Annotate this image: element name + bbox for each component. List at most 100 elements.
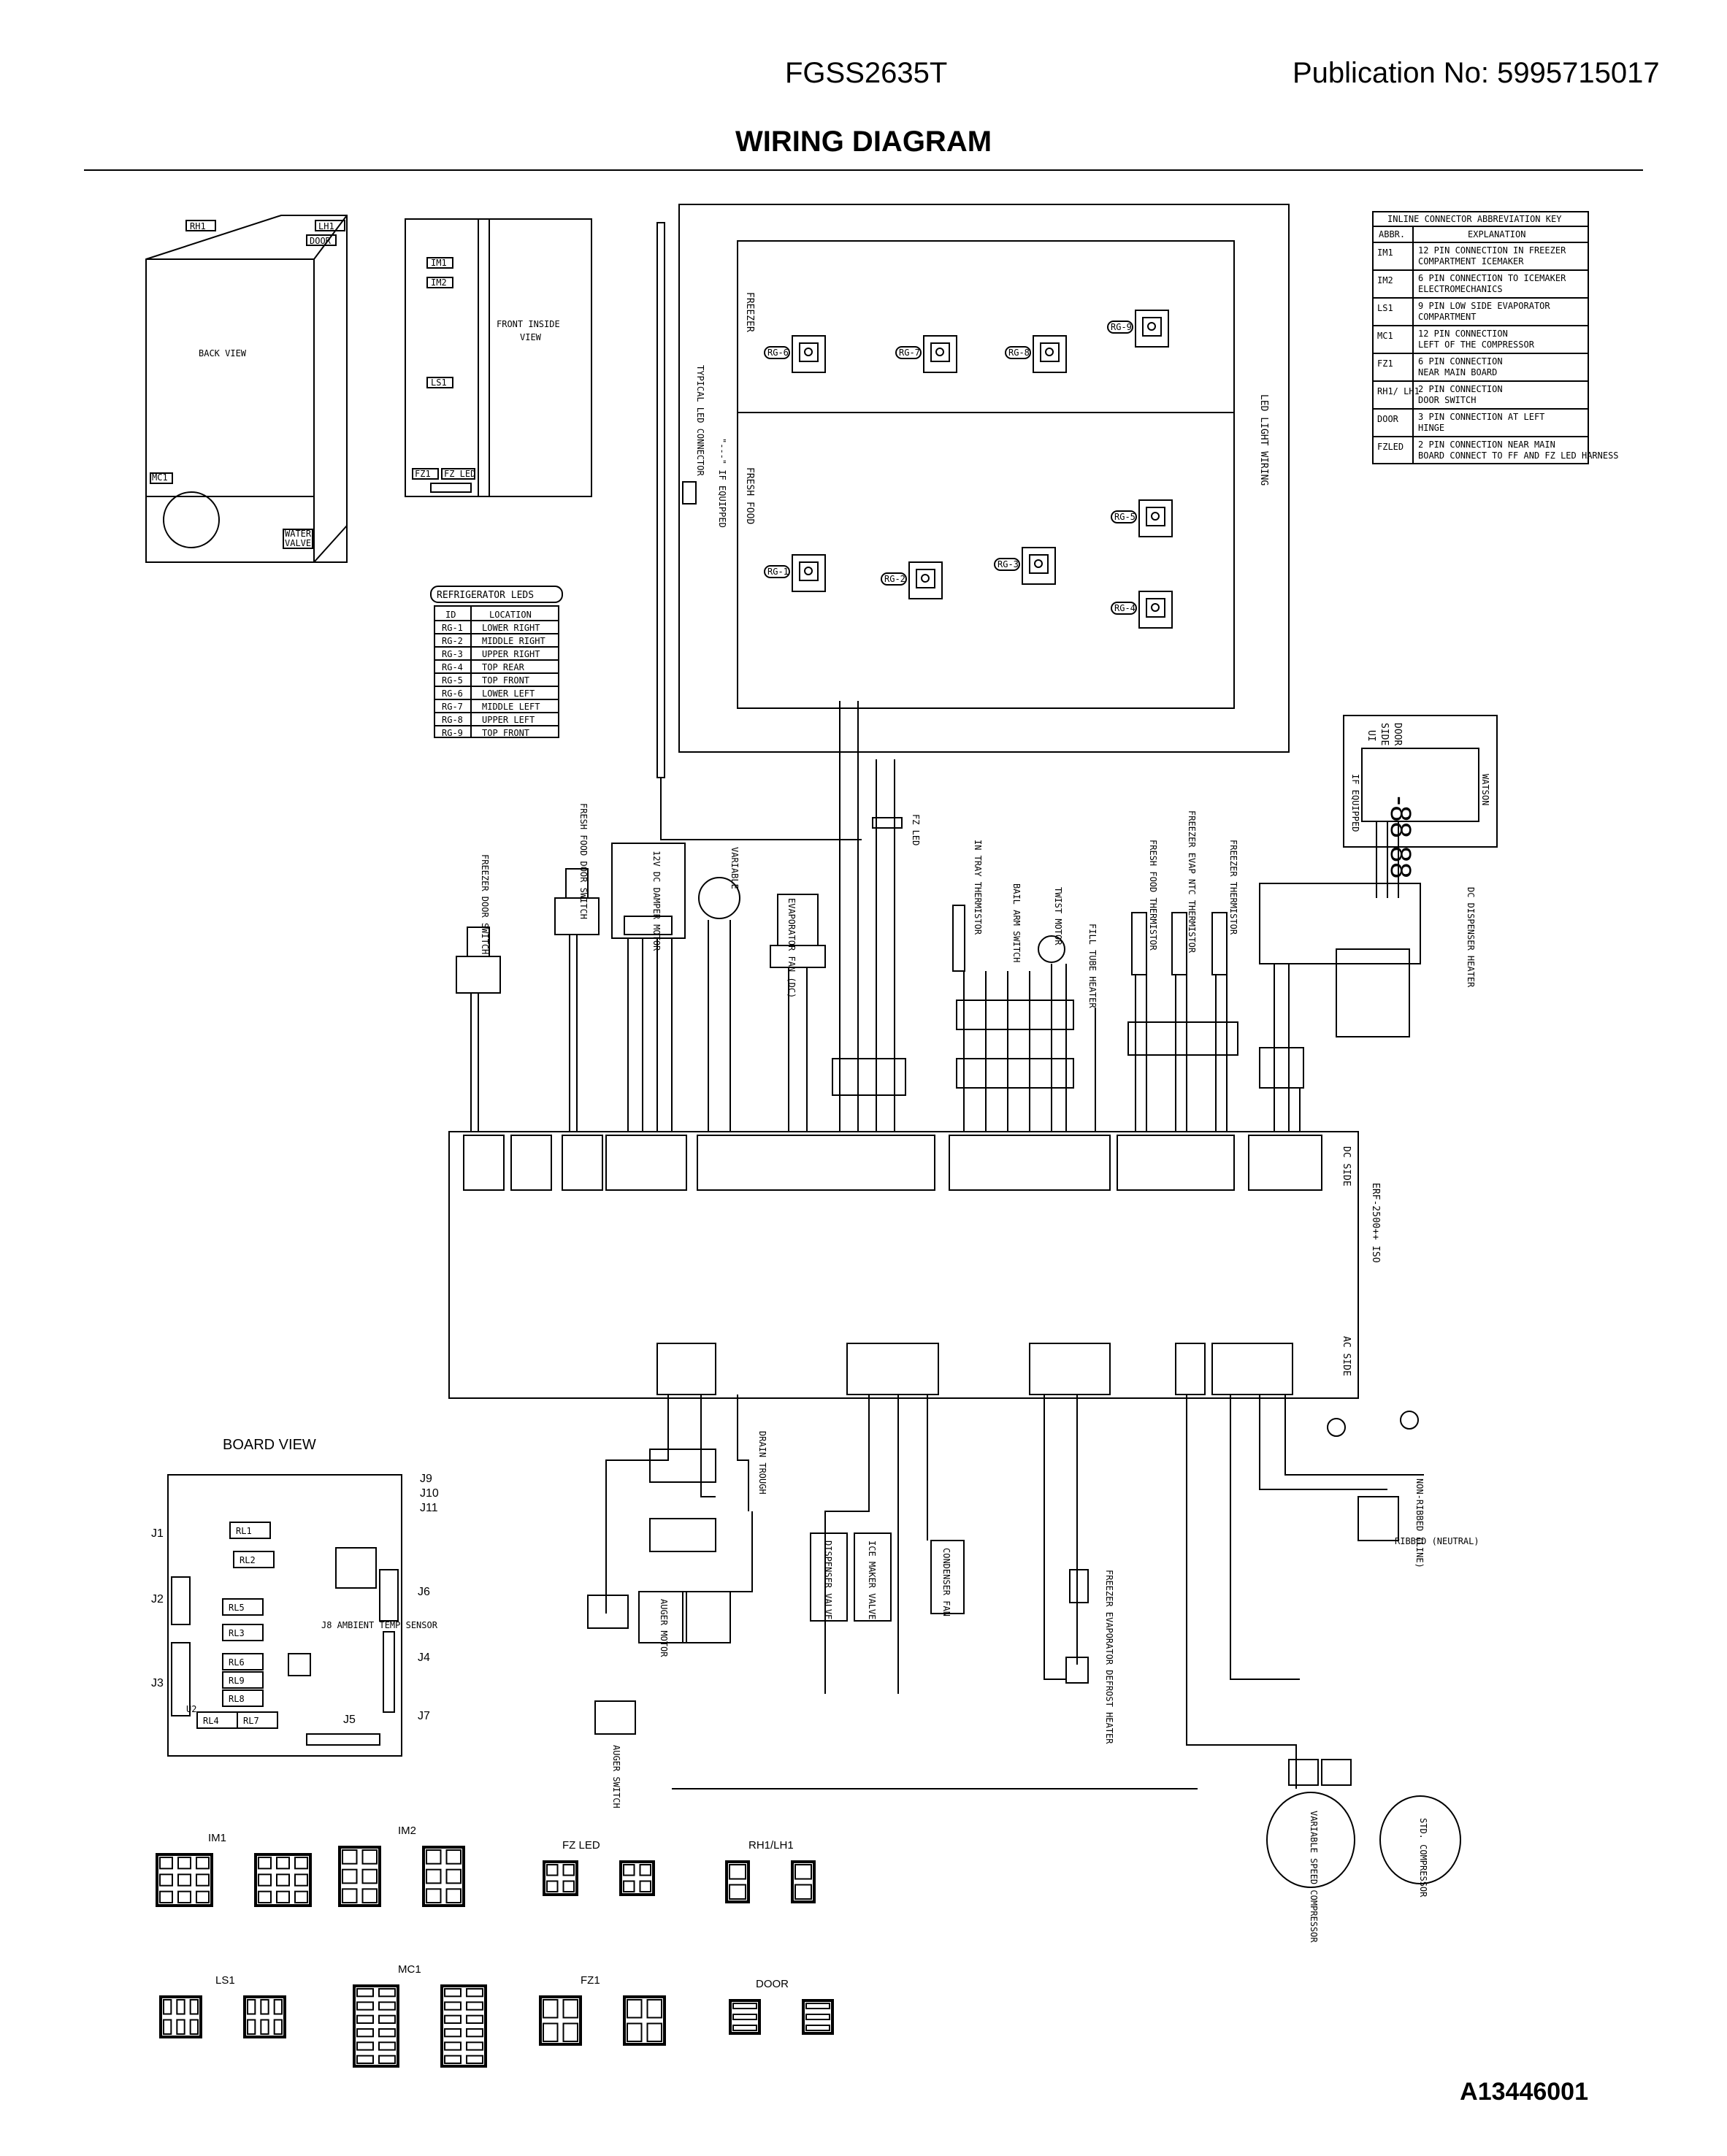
- led-row-id: RG-4: [442, 662, 463, 672]
- compressor-vs-label: VARIABLE SPEED COMPRESSOR: [1309, 1811, 1319, 1943]
- key-row-explanation: 2 PIN CONNECTION NEAR MAIN: [1418, 440, 1555, 450]
- key-row-explanation-2: NEAR MAIN BOARD: [1418, 367, 1497, 377]
- mc1-label: MC1: [152, 472, 168, 483]
- relay-label: RL8: [229, 1694, 245, 1704]
- led-light-wiring-panel: FREEZER FRESH FOOD LED LIGHT WIRING "---…: [656, 204, 1290, 840]
- relay-label: RL6: [229, 1657, 245, 1668]
- led-id: RG-8: [1008, 348, 1030, 358]
- part-number: A13446001: [1460, 2078, 1588, 2106]
- relay-label: RL3: [229, 1628, 245, 1638]
- led-id: RG-1: [767, 567, 789, 577]
- led-module: RG-1: [764, 554, 826, 592]
- key-row-abbr: FZLED: [1377, 442, 1404, 452]
- jack-label: J10: [420, 1487, 439, 1500]
- typical-led-label: TYPICAL LED CONNECTOR: [695, 365, 705, 476]
- door-side-ui: DOOR SIDE UI WATSON IF EQUIPPED -88 88: [1343, 715, 1498, 898]
- connector-pinout: LS1: [159, 1974, 286, 2038]
- key-row-explanation: 6 PIN CONNECTION: [1418, 356, 1503, 367]
- jack-label: J3: [151, 1677, 164, 1689]
- ice-valve-label: ICE MAKER VALVE: [867, 1541, 877, 1619]
- relay-label: RL1: [236, 1526, 252, 1536]
- ff-thermistor-label: FRESH FOOD THERMISTOR: [1148, 840, 1158, 951]
- ff-door-switch-label: FRESH FOOD DOOR SWITCH: [578, 803, 589, 919]
- fresh-food-label: FRESH FOOD: [744, 467, 755, 524]
- jack-label: J5: [343, 1714, 356, 1726]
- key-row-explanation: 12 PIN CONNECTION IN FREEZER: [1418, 245, 1566, 256]
- dc-side-label: DC SIDE: [1341, 1146, 1352, 1186]
- door-ui-digits: -88 88: [1385, 796, 1417, 878]
- connector-key-header-abbr: ABBR.: [1379, 229, 1405, 239]
- led-row-location: UPPER RIGHT: [482, 649, 540, 659]
- defrost-heater-label: FREEZER EVAPORATOR DEFROST HEATER: [1104, 1570, 1114, 1744]
- key-row-abbr: RH1/ LH1: [1377, 386, 1420, 396]
- model-number: FGSS2635T: [785, 57, 948, 89]
- connector-key-title: INLINE CONNECTOR ABBREVIATION KEY: [1387, 214, 1562, 224]
- key-row-explanation-2: DOOR SWITCH: [1418, 395, 1476, 405]
- led-row-location: TOP FRONT: [482, 728, 529, 738]
- led-id: RG-3: [997, 559, 1019, 569]
- connector-label: IM2: [398, 1825, 416, 1837]
- board-sensor-label: J8 AMBIENT TEMP SENSOR: [321, 1620, 438, 1630]
- led-row-id: RG-8: [442, 715, 463, 725]
- key-row-explanation-2: COMPARTMENT: [1418, 312, 1476, 322]
- connector-label: DOOR: [756, 1978, 789, 1990]
- relay-box: [237, 1711, 278, 1729]
- led-id: RG-9: [1111, 322, 1132, 332]
- led-module: RG-3: [994, 547, 1056, 585]
- led-row-id: RG-2: [442, 636, 463, 646]
- key-row-abbr: LS1: [1377, 303, 1393, 313]
- connector-label: FZ1: [581, 1974, 600, 1987]
- connector-label: IM1: [208, 1832, 226, 1844]
- back-view-label: BACK VIEW: [199, 348, 247, 358]
- twist-motor-label: TWIST MOTOR: [1053, 887, 1063, 945]
- led-row-id: RG-5: [442, 675, 463, 686]
- relay-label: RL9: [229, 1676, 245, 1686]
- door-ui-title-2: SIDE: [1379, 723, 1390, 745]
- led-table-title: REFRIGERATOR LEDS: [437, 590, 534, 601]
- relay-box: [233, 1551, 275, 1568]
- connector-pinout: IM1: [156, 1832, 312, 1907]
- key-row-explanation: 12 PIN CONNECTION: [1418, 329, 1508, 339]
- led-table-header-id: ID: [445, 610, 456, 620]
- freezer-door-switch-label: FREEZER DOOR SWITCH: [480, 854, 490, 954]
- door-label: DOOR: [310, 236, 332, 246]
- front-inside-label-1: FRONT INSIDE: [497, 319, 560, 329]
- key-row-explanation-2: HINGE: [1418, 423, 1444, 433]
- led-row-location: TOP FRONT: [482, 675, 529, 686]
- fz-led-harness-label: FZ LED: [911, 814, 921, 845]
- key-row-explanation-2: ELECTROMECHANICS: [1418, 284, 1503, 294]
- fzled-view-label: FZ LED: [444, 469, 475, 479]
- led-id: RG-6: [767, 348, 789, 358]
- key-row-explanation: 9 PIN LOW SIDE EVAPORATOR: [1418, 301, 1550, 311]
- jack-label: J9: [420, 1473, 432, 1485]
- drain-trough-label: DRAIN TROUGH: [757, 1431, 767, 1495]
- jack-label: J4: [418, 1651, 430, 1664]
- led-row-location: MIDDLE LEFT: [482, 702, 540, 712]
- if-equipped-label: "---" IF EQUIPPED: [717, 438, 727, 528]
- connector-key-header-explanation: EXPLANATION: [1468, 229, 1525, 239]
- led-id: RG-4: [1114, 603, 1136, 613]
- dispenser-valve-label: DISPENSER VALVE: [823, 1541, 833, 1619]
- board-u2-label: U2: [186, 1704, 196, 1714]
- relay-box: [222, 1653, 264, 1670]
- led-light-wiring-label: LED LIGHT WIRING: [1258, 394, 1269, 486]
- led-row-location: TOP REAR: [482, 662, 525, 672]
- fz1-view-label: FZ1: [415, 469, 431, 479]
- fz-thermistor-label: FREEZER THERMISTOR: [1228, 840, 1238, 935]
- relay-label: RL2: [240, 1555, 256, 1565]
- jack-label: J7: [418, 1710, 430, 1722]
- relay-box: [229, 1522, 271, 1539]
- non-ribbed-label: NON-RIBBED (LINE): [1414, 1478, 1425, 1568]
- key-row-explanation-2: COMPARTMENT ICEMAKER: [1418, 256, 1524, 266]
- relay-label: RL5: [229, 1603, 245, 1613]
- condenser-fan-label: CONDENSER FAN: [941, 1548, 951, 1616]
- connector-pinout: FZ LED: [543, 1839, 655, 1896]
- key-row-abbr: MC1: [1377, 331, 1393, 341]
- publication-number: Publication No: 5995715017: [1293, 57, 1660, 89]
- connector-pinout: MC1: [353, 1963, 487, 2068]
- valve-label: VALVE: [285, 538, 311, 548]
- variable-speed-label: VARIABLE: [730, 847, 740, 889]
- key-row-explanation-2: BOARD CONNECT TO FF AND FZ LED HARNESS: [1418, 450, 1619, 461]
